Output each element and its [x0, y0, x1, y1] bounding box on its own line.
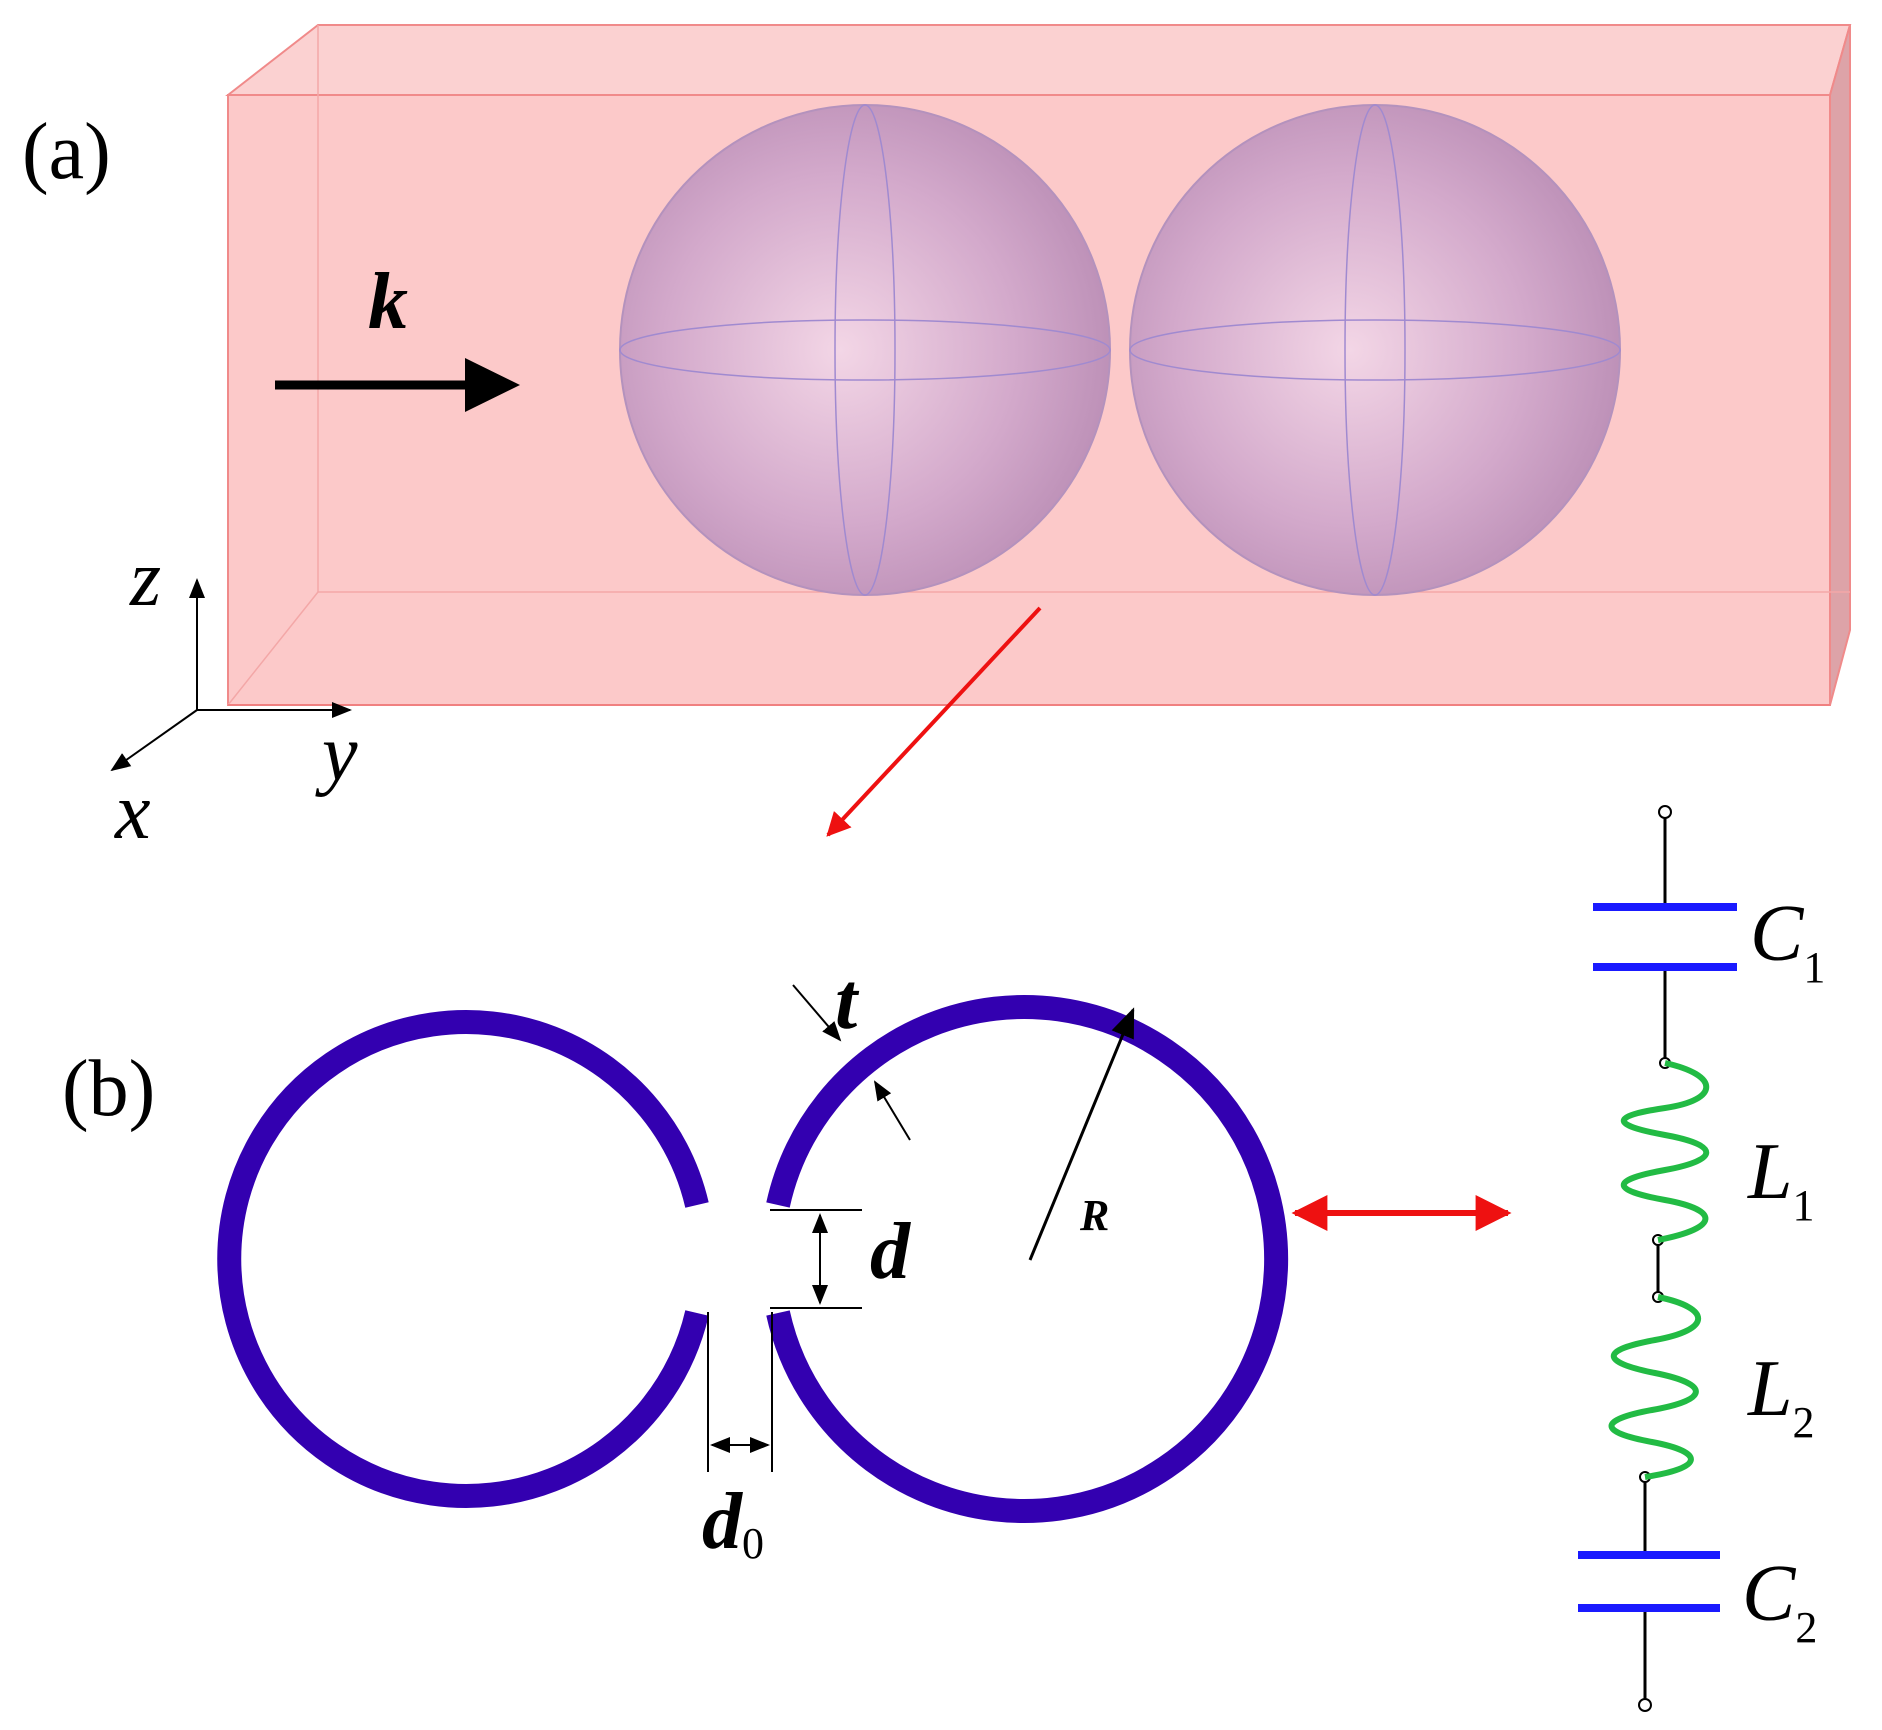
panel-b: (b) t R d d0	[62, 958, 1512, 1568]
capacitor-c2	[1578, 1551, 1720, 1612]
inductor-l1	[1620, 1060, 1710, 1243]
spacing-annotation	[707, 1312, 773, 1472]
slab-top-face	[225, 24, 1852, 96]
inductor-l2	[1608, 1294, 1702, 1480]
spacing-symbol: d	[702, 1478, 743, 1566]
capacitor-c1	[1593, 903, 1737, 971]
wave-vector-arrow	[275, 358, 520, 412]
panel-b-label: (b)	[62, 1045, 155, 1133]
axis-label-z: z	[129, 535, 161, 623]
thickness-annotation	[792, 984, 911, 1141]
ring-left	[217, 1010, 709, 1508]
equivalent-circuit: C1 L1 L2 C2	[1578, 805, 1825, 1712]
panel-a-label: (a)	[22, 108, 111, 196]
slab-right-face	[1829, 24, 1851, 706]
axis-label-x: x	[114, 768, 151, 856]
coordinate-axes	[110, 578, 352, 772]
capacitor-c1-label: C1	[1750, 890, 1825, 992]
capacitor-c2-label: C2	[1742, 1550, 1817, 1652]
gap-annotation	[770, 1209, 862, 1309]
pointer-arrow	[826, 606, 1042, 837]
wave-vector-label: k	[368, 258, 408, 346]
thickness-label: t	[835, 958, 860, 1046]
inductor-l1-label: L1	[1747, 1128, 1815, 1230]
spacing-subscript: 0	[742, 1519, 764, 1568]
terminal-top	[1658, 805, 1672, 819]
terminal-bottom	[1638, 1698, 1652, 1712]
circuit-wires	[1643, 818, 1667, 1700]
panel-a: k (a) z y x	[22, 24, 1852, 856]
gap-label: d	[870, 1208, 911, 1296]
radius-arrow	[1028, 1007, 1135, 1261]
ring-right	[766, 995, 1289, 1523]
spacing-label: d0	[702, 1478, 764, 1568]
axis-label-y: y	[315, 710, 358, 798]
sphere-left	[619, 104, 1111, 596]
radius-label: R	[1079, 1191, 1109, 1240]
sphere-right	[1129, 104, 1621, 596]
slab-hidden-edge-diag	[227, 591, 319, 706]
inductor-l2-label: L2	[1747, 1345, 1815, 1447]
